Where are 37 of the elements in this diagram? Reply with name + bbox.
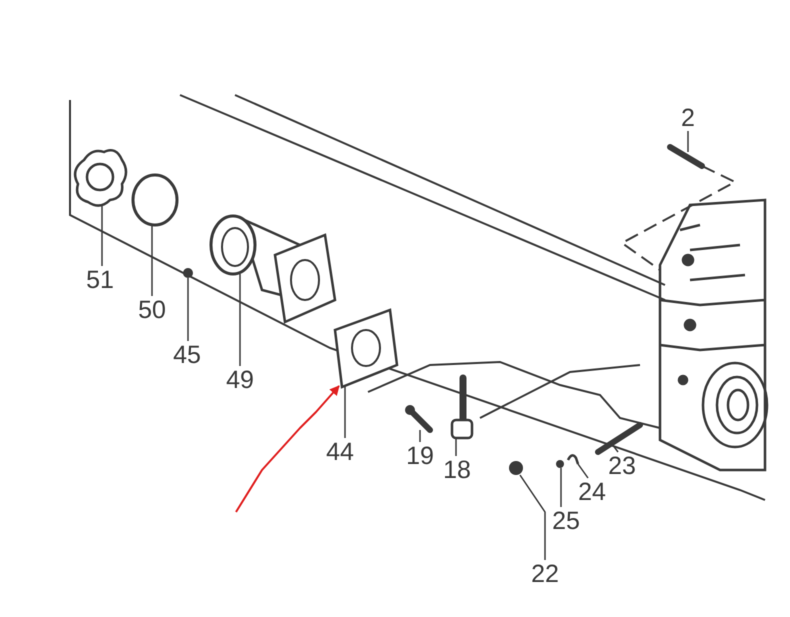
leader-line <box>151 225 153 296</box>
arrow <box>235 385 340 513</box>
callout-number: 50 <box>138 297 166 323</box>
o-ring-drawing <box>132 174 178 226</box>
leader-line <box>239 274 241 366</box>
clip-drawing <box>566 454 580 464</box>
callout-number: 23 <box>608 453 636 479</box>
callout-number: 49 <box>226 367 254 393</box>
callout-number: 19 <box>406 443 434 469</box>
stud-drawing <box>595 422 643 455</box>
callout-number: 24 <box>578 479 606 505</box>
leader-line <box>344 386 346 438</box>
ball-drawing <box>509 461 523 475</box>
leader-line <box>455 438 457 456</box>
nut-drawing <box>183 268 193 278</box>
leader-line <box>187 278 189 341</box>
callout-number: 44 <box>326 439 354 465</box>
bolt-drawing <box>405 405 433 433</box>
leader-line <box>577 464 589 478</box>
leader-line <box>419 430 421 442</box>
housing-drawing <box>210 214 336 324</box>
leader-line <box>101 204 103 266</box>
gasket-drawing <box>334 308 398 389</box>
callout-number: 51 <box>86 267 114 293</box>
leader-line <box>519 474 546 560</box>
connecting-rod-drawing <box>450 374 474 440</box>
callout-number: 18 <box>443 457 471 483</box>
leader-line <box>687 131 689 152</box>
knob-drawing <box>74 148 128 207</box>
callout-number: 25 <box>552 508 580 534</box>
leader-line <box>611 444 619 452</box>
leader-line <box>560 468 562 507</box>
pin-head-drawing <box>556 460 564 468</box>
callout-number: 2 <box>681 105 695 131</box>
pin-drawing <box>667 144 705 169</box>
callout-number: 45 <box>173 342 201 368</box>
callout-number: 22 <box>531 561 559 587</box>
